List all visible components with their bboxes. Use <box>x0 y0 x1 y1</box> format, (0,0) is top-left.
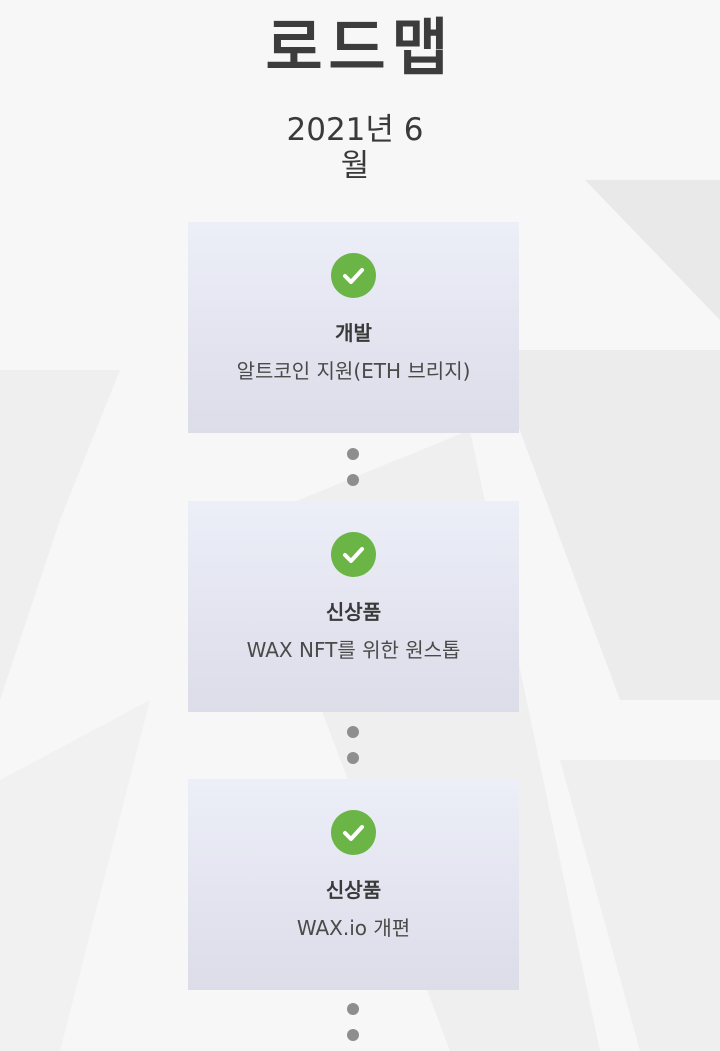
roadmap-card: 개발 알트코인 지원(ETH 브리지) <box>188 222 519 433</box>
connector-dot <box>347 448 359 460</box>
roadmap-card-category: 개발 <box>335 321 372 345</box>
date-label-line1: 2021년 6 <box>286 112 424 148</box>
roadmap-card-category: 신상품 <box>325 878 382 902</box>
date-label-line2: 월 <box>340 148 370 184</box>
connector-dot <box>347 726 359 738</box>
connector-dot <box>347 1029 359 1041</box>
connector-dot <box>347 1003 359 1015</box>
connector-dot <box>347 752 359 764</box>
roadmap-card: 신상품 WAX.io 개편 <box>188 779 519 990</box>
roadmap-card-category: 신상품 <box>325 600 382 624</box>
page-title: 로드맵 <box>265 11 455 84</box>
check-circle-icon <box>331 532 376 577</box>
check-circle-icon <box>331 810 376 855</box>
roadmap-card-description: WAX.io 개편 <box>296 916 411 940</box>
check-circle-icon <box>331 253 376 298</box>
roadmap-card-description: WAX NFT를 위한 원스톱 <box>246 638 461 662</box>
roadmap-card-description: 알트코인 지원(ETH 브리지) <box>236 359 471 383</box>
roadmap-card: 신상품 WAX NFT를 위한 원스톱 <box>188 501 519 712</box>
connector-dot <box>347 474 359 486</box>
date-label: 2021년 6 월 <box>280 112 430 184</box>
